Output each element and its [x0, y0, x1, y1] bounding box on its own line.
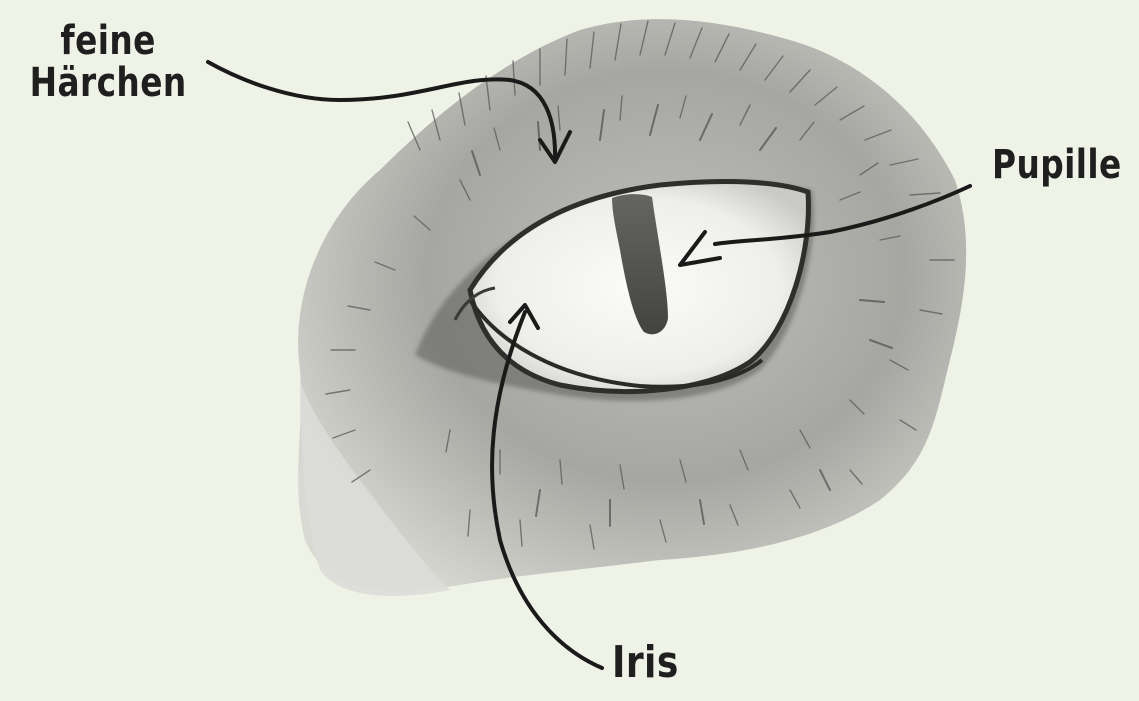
- label-pupille: Pupille: [992, 144, 1122, 186]
- label-haerchen-line1: feine: [22, 20, 194, 62]
- label-feine-haerchen: feine Härchen: [22, 20, 194, 104]
- label-haerchen-line2: Härchen: [22, 62, 194, 104]
- label-iris: Iris: [612, 640, 679, 686]
